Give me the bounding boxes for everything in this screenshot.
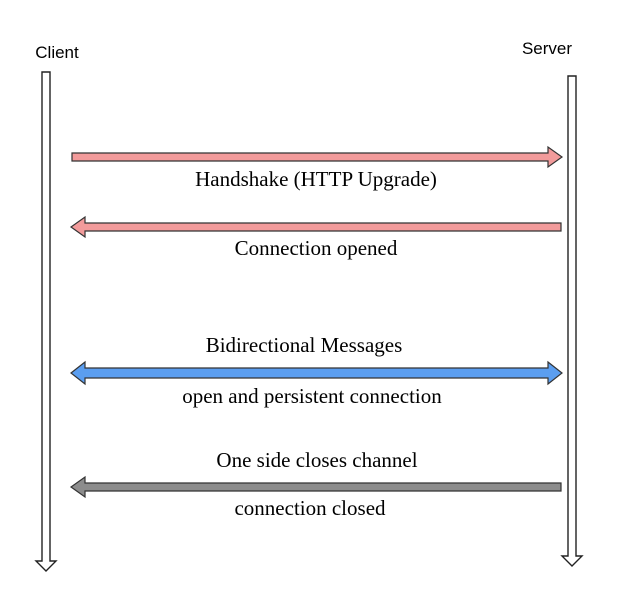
client-lifeline bbox=[34, 71, 58, 572]
connection-opened-arrow bbox=[69, 215, 562, 239]
connection-opened-label: Connection opened bbox=[235, 236, 398, 260]
handshake-arrow bbox=[71, 145, 564, 169]
handshake-label: Handshake (HTTP Upgrade) bbox=[195, 167, 437, 191]
bidirectional-arrow bbox=[70, 360, 563, 386]
connection-closed-arrow bbox=[69, 475, 562, 499]
client-label: Client bbox=[35, 43, 79, 62]
one-side-closes-label: One side closes channel bbox=[216, 448, 417, 472]
connection-closed-label: connection closed bbox=[234, 496, 386, 520]
bidirectional-messages-label: Bidirectional Messages bbox=[206, 333, 403, 357]
server-label: Server bbox=[522, 39, 572, 58]
persistent-connection-label: open and persistent connection bbox=[182, 384, 442, 408]
server-lifeline bbox=[560, 75, 584, 567]
